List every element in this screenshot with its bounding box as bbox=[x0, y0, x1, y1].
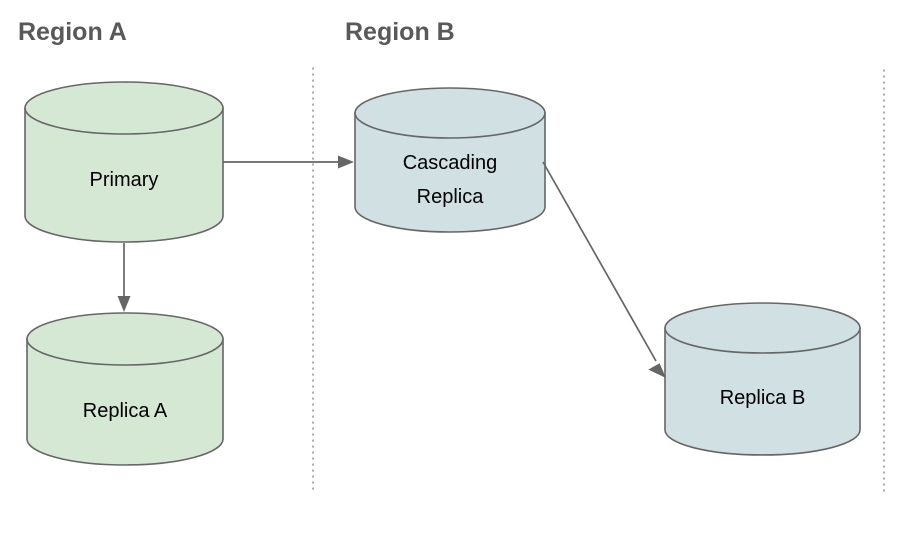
primary-cylinder-body bbox=[24, 107, 224, 243]
edge-primary-to-cascading-replica bbox=[223, 155, 354, 169]
edge-cascading-to-replica-b-line bbox=[542, 161, 657, 362]
edge-cascading-to-replica-b-arrowhead bbox=[648, 363, 666, 378]
primary-cylinder-top bbox=[24, 81, 224, 135]
replica-b-cylinder-top bbox=[664, 302, 861, 354]
replica-a-cylinder-top bbox=[26, 312, 224, 366]
node-cascading-replica[interactable]: Cascading Replica bbox=[354, 87, 546, 233]
edge-cascading-replica-to-replica-b bbox=[542, 161, 666, 378]
replica-a-cylinder-body bbox=[26, 338, 224, 466]
node-replica-a[interactable]: Replica A bbox=[26, 312, 224, 466]
edge-primary-to-replica-a bbox=[117, 243, 131, 312]
cascading-replica-label-line-2: Replica bbox=[417, 186, 485, 208]
edge-primary-to-replica-a-arrowhead bbox=[117, 296, 131, 312]
primary-label: Primary bbox=[90, 169, 159, 191]
replica-b-label: Replica B bbox=[720, 387, 806, 409]
replica-a-label: Replica A bbox=[83, 400, 168, 422]
cascading-replica-cylinder-body bbox=[354, 112, 546, 233]
region-label-a: Region A bbox=[18, 18, 127, 46]
replica-b-cylinder-body bbox=[664, 327, 861, 456]
cascading-replica-cylinder-top bbox=[354, 87, 546, 139]
edge-primary-to-cascading-arrowhead bbox=[338, 155, 354, 169]
node-replica-b[interactable]: Replica B bbox=[664, 302, 861, 456]
node-primary[interactable]: Primary bbox=[24, 81, 224, 243]
cascading-replica-label-line-1: Cascading bbox=[403, 152, 498, 174]
region-label-b: Region B bbox=[345, 18, 455, 46]
